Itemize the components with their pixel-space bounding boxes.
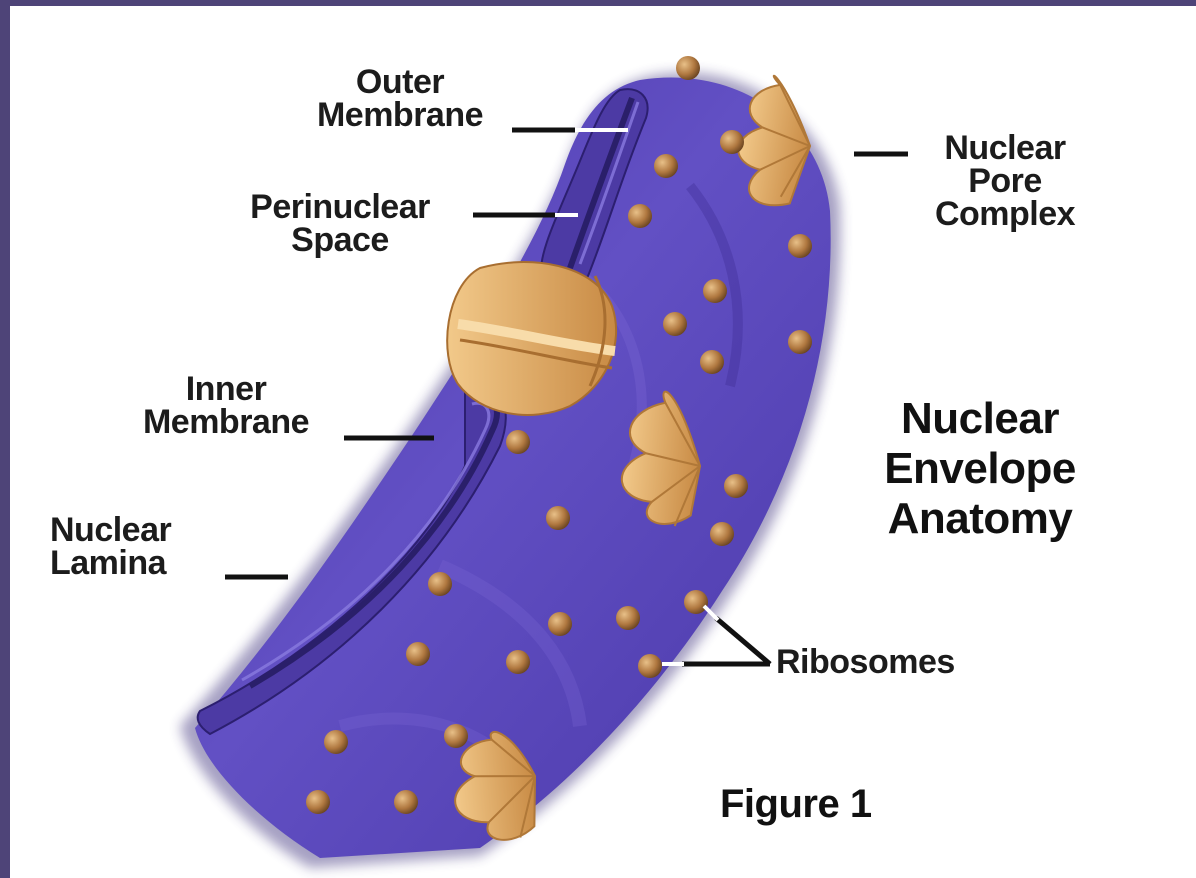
ribosome: [628, 204, 652, 228]
ribosome: [406, 642, 430, 666]
label-outer-membrane: Outer Membrane: [280, 66, 520, 132]
ribosome: [428, 572, 452, 596]
ribosome: [548, 612, 572, 636]
ribosome: [506, 650, 530, 674]
figure-caption: Figure 1: [720, 788, 960, 821]
ribosome: [788, 234, 812, 258]
ribosome: [788, 330, 812, 354]
label-inner-membrane-line1: Inner: [106, 373, 346, 406]
ribosome: [724, 474, 748, 498]
label-nuclear-pore-complex-line1: Nuclear: [905, 132, 1105, 165]
ribosome: [394, 790, 418, 814]
label-nuclear-lamina-line2: Lamina: [50, 547, 250, 580]
diagram-canvas: Outer Membrane Perinuclear Space Inner M…: [10, 6, 1196, 878]
ribosome: [700, 350, 724, 374]
leader-ribosomes-a: [716, 618, 770, 664]
ribosome: [684, 590, 708, 614]
ribosome: [616, 606, 640, 630]
ribosome: [306, 790, 330, 814]
ribosome: [676, 56, 700, 80]
label-nuclear-pore-complex-line2: Pore: [905, 165, 1105, 198]
label-perinuclear-space-line1: Perinuclear: [210, 191, 470, 224]
diagram-title-line1: Nuclear: [860, 394, 1100, 444]
diagram-title-line3: Anatomy: [860, 494, 1100, 544]
ribosome: [444, 724, 468, 748]
label-perinuclear-space: Perinuclear Space: [210, 191, 470, 257]
label-nuclear-pore-complex-line3: Complex: [905, 198, 1105, 231]
label-outer-membrane-line1: Outer: [280, 66, 520, 99]
ribosome: [546, 506, 570, 530]
diagram-title: Nuclear Envelope Anatomy: [860, 394, 1100, 544]
ribosome: [720, 130, 744, 154]
ribosome: [506, 430, 530, 454]
label-ribosomes: Ribosomes: [776, 646, 1036, 679]
label-inner-membrane: Inner Membrane: [106, 373, 346, 439]
ribosome: [663, 312, 687, 336]
diagram-title-line2: Envelope: [860, 444, 1100, 494]
ribosome: [710, 522, 734, 546]
label-nuclear-pore-complex: Nuclear Pore Complex: [905, 132, 1105, 231]
ribosome: [654, 154, 678, 178]
ribosome: [638, 654, 662, 678]
label-inner-membrane-line2: Membrane: [106, 406, 346, 439]
ribosome: [324, 730, 348, 754]
label-outer-membrane-line2: Membrane: [280, 99, 520, 132]
label-nuclear-lamina: Nuclear Lamina: [50, 514, 250, 580]
ribosome: [703, 279, 727, 303]
label-nuclear-lamina-line1: Nuclear: [50, 514, 250, 547]
label-perinuclear-space-line2: Space: [210, 224, 470, 257]
